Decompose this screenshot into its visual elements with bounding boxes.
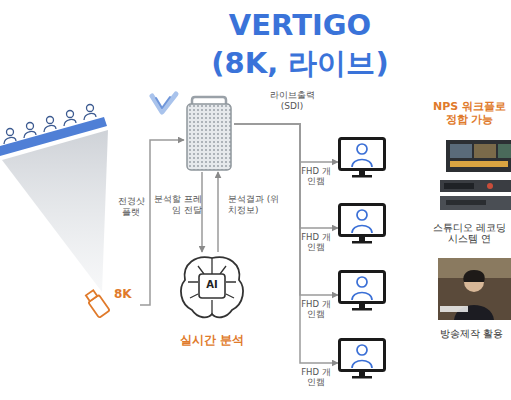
monitor-node: FHD 개인캠 [338,270,386,310]
monitor-stand [359,303,365,308]
person-body [352,160,372,168]
person-head [357,144,367,154]
person-body [352,361,372,369]
connector-label: 분석할 프레임 전달 [148,194,202,216]
ai-label: AI [200,279,224,291]
monitor-screen [340,272,385,303]
monitor-shape [338,270,386,310]
monitor-shape [338,338,386,378]
connector-label: 전경샷 플랫 [114,196,148,218]
server-node [184,96,234,172]
monitor-base [352,175,372,178]
monitor-stand [359,371,365,376]
resolution-label: 8K [114,288,140,302]
person-head [357,277,367,287]
camera-feed-label: FHD 개인캠 [298,300,334,320]
camera-node: 8K [84,286,140,320]
connector-arrow [234,124,338,363]
equipment-photo [440,140,511,210]
monitor-screen [340,205,385,236]
monitor-node: FHD 개인캠 [338,203,386,243]
vertigo-logo [152,94,176,112]
connector-layer [140,124,338,363]
monitor-node: FHD 개인캠 [338,137,386,177]
connector-arrow [140,140,184,305]
brain-circuit [188,258,236,314]
server-shape [184,96,234,172]
monitor-screen [340,340,385,371]
annotation-label: NPS 워크플로 정합 가능 [428,100,511,126]
connector-arrow [234,124,338,162]
monitor-base [352,308,372,311]
audience-icons [4,105,96,145]
annotation-label: 스튜디오 레코딩시스템 연 [428,222,511,245]
monitor-stand [359,236,365,241]
brain-outline [181,257,243,317]
monitor-base [352,376,372,379]
monitor-stand [359,170,365,175]
diagram-title: VERTIGO (8K, 라이브) [200,6,400,82]
camera-feed-label: FHD 개인캠 [298,368,334,388]
analysis-label: 실시간 분석 [162,334,262,348]
camera-icon [84,289,110,318]
broadcast-photo [438,258,511,320]
stage-band [0,117,107,156]
camera-beam [2,130,108,292]
ai-chip [199,274,225,298]
person-body [352,226,372,234]
brain-node: AI실시간 분석 [176,252,248,320]
monitor-base [352,241,372,244]
connector-label: 라이브출력 (SDI) [262,90,322,112]
monitor-shape [338,137,386,177]
connector-arrow [217,172,219,252]
monitor-shape [338,203,386,243]
camera-feed-label: FHD 개인캠 [298,233,334,253]
monitor-screen [340,139,385,170]
person-body [352,293,372,301]
person-head [357,210,367,220]
server-body [187,104,231,170]
person-head [357,345,367,355]
camera-lens [86,290,97,301]
annotation-label: 방송제작 활용 [432,328,511,339]
camera-feed-label: FHD 개인캠 [298,167,334,187]
connector-label: 분석결과 (위치정보) [228,194,282,216]
monitor-node: FHD 개인캠 [338,338,386,378]
